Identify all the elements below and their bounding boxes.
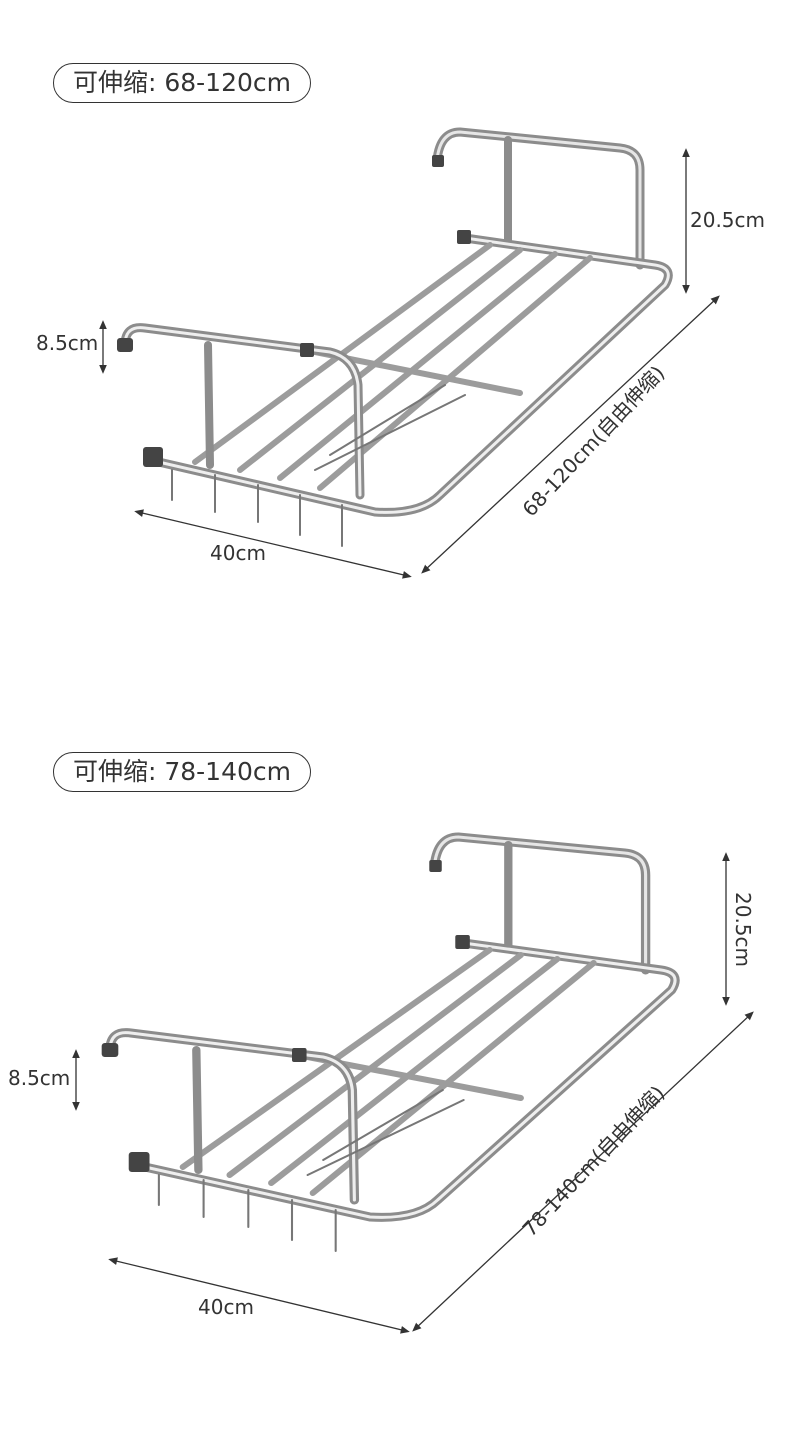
hook-height-label: 8.5cm <box>8 1066 71 1090</box>
dimension-lines <box>72 148 754 1334</box>
rack-illustration-1 <box>117 132 668 546</box>
hook-height-label: 8.5cm <box>36 331 99 355</box>
rack-illustration-2 <box>102 837 675 1251</box>
extendable-range-badge: 可伸缩: 78-140cm <box>53 752 311 792</box>
height-label: 20.5cm <box>690 208 766 232</box>
height-label: 20.5cm <box>731 892 755 968</box>
extendable-range-badge: 可伸缩: 68-120cm <box>53 63 311 103</box>
depth-label: 40cm <box>198 1295 254 1319</box>
depth-label: 40cm <box>210 541 266 565</box>
